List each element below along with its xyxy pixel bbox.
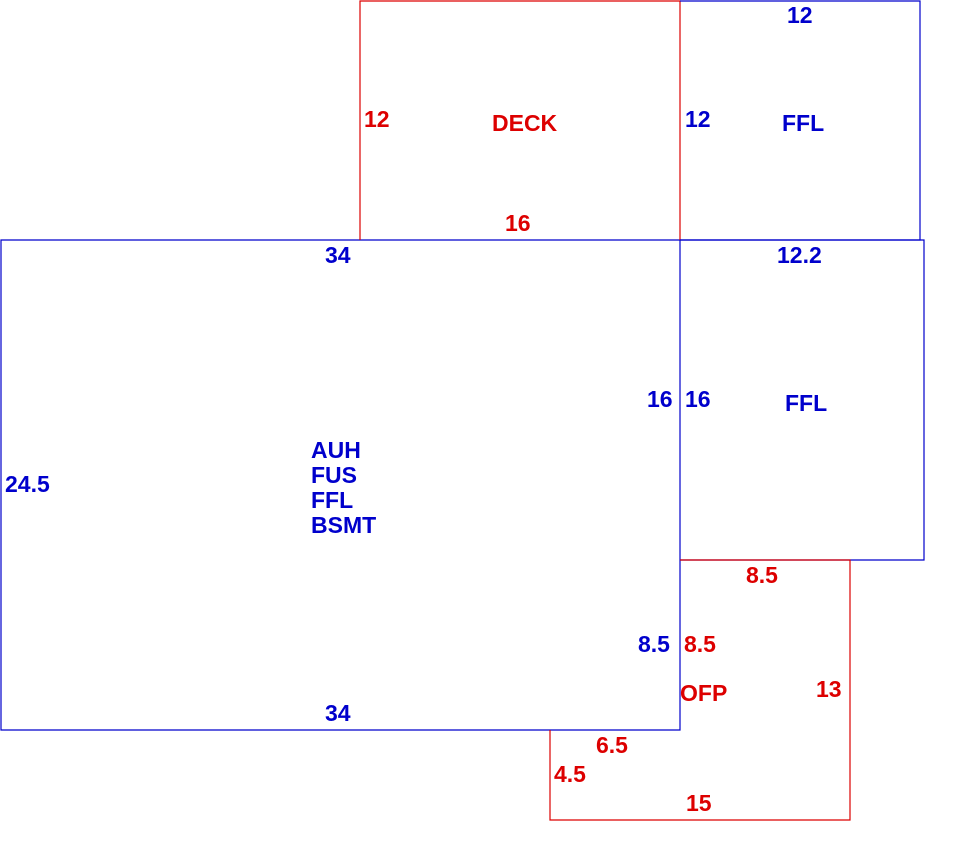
main-right-lower-dimension: 8.5 bbox=[638, 631, 670, 657]
deck-outline bbox=[359, 0, 681, 240]
deck-bottom-dimension: 16 bbox=[505, 210, 531, 236]
main-area-outline bbox=[0, 239, 681, 731]
ffl-lower-label: FFL bbox=[785, 390, 827, 416]
ffl-lower-top-dimension: 12.2 bbox=[777, 242, 822, 268]
ffl-lower-left-dimension: 16 bbox=[685, 386, 711, 412]
main-label-auh: AUH bbox=[311, 437, 361, 463]
ffl-upper-left-dimension: 12 bbox=[685, 106, 711, 132]
ofp-outline bbox=[549, 559, 851, 821]
ofp-bottom-dimension: 15 bbox=[686, 790, 712, 816]
main-label-fus: FUS bbox=[311, 462, 357, 488]
ofp-left-lower-dimension: 4.5 bbox=[554, 761, 586, 787]
ofp-right-dimension: 13 bbox=[816, 676, 842, 702]
ffl-upper-label: FFL bbox=[782, 110, 824, 136]
main-bottom-dimension: 34 bbox=[325, 700, 351, 726]
ofp-step-dimension: 6.5 bbox=[596, 732, 628, 758]
main-right-upper-dimension: 16 bbox=[647, 386, 673, 412]
main-top-dimension: 34 bbox=[325, 242, 351, 268]
ffl-upper-top-dimension: 12 bbox=[787, 2, 813, 28]
ofp-label: OFP bbox=[680, 680, 727, 706]
main-label-bsmt: BSMT bbox=[311, 512, 376, 538]
main-label-ffl: FFL bbox=[311, 487, 353, 513]
deck-left-dimension: 12 bbox=[364, 106, 390, 132]
ofp-top-dimension: 8.5 bbox=[746, 562, 778, 588]
ofp-left-upper-dimension: 8.5 bbox=[684, 631, 716, 657]
main-left-dimension: 24.5 bbox=[5, 471, 50, 497]
deck-label: DECK bbox=[492, 110, 558, 136]
